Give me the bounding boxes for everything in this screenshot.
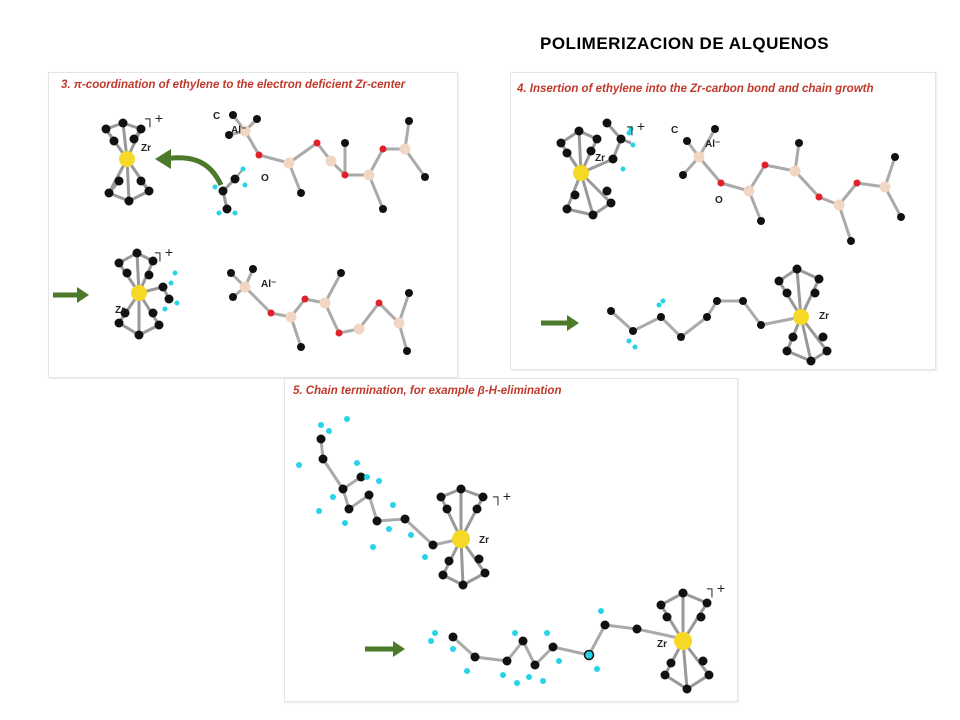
mao-cocatalyst-bottom: Al⁻ <box>227 265 413 355</box>
o-label: O <box>261 173 269 184</box>
zr-atom <box>131 285 147 301</box>
c-label: C <box>671 125 678 136</box>
al-label: Al⁻ <box>261 279 276 290</box>
pi-coordination-diagram: Zr ┐+ C Al⁻ O <box>53 110 429 355</box>
zirconocene-termination-lower: Zr ┐+ <box>656 580 725 694</box>
process-arrow <box>365 641 405 657</box>
zr-atom <box>573 165 589 181</box>
zr-atom <box>452 530 470 548</box>
charge-label: ┐+ <box>626 118 645 136</box>
growing-chain <box>607 297 802 350</box>
zirconocene-termination-upper: Zr ┐+ <box>436 484 511 590</box>
panel-title: 5. Chain termination, for example β-H-el… <box>293 385 562 397</box>
zr-atom <box>793 309 809 325</box>
zr-label: Zr <box>479 535 489 546</box>
panel-chain-termination: 5. Chain termination, for example β-H-el… <box>284 378 738 702</box>
zr-label: Zr <box>595 153 605 164</box>
charge-label: ┐+ <box>492 488 511 506</box>
zirconocene-top: Zr ┐+ <box>101 110 163 206</box>
zirconocene-ethylene-complex: Zr ┐+ <box>114 244 180 340</box>
zr-atom <box>119 151 135 167</box>
ethylene-molecule <box>212 166 248 216</box>
chain-termination-diagram: Zr ┐+ Zr ┐+ <box>296 416 725 694</box>
c-label: C <box>213 111 220 122</box>
zr-label: Zr <box>657 639 667 650</box>
zr-label: Zr <box>115 305 125 316</box>
al-label: Al⁻ <box>705 139 720 150</box>
mao-cocatalyst-top: C Al⁻ O <box>213 111 429 213</box>
zirconocene-alkyl: Zr ┐+ <box>556 118 645 220</box>
mao-cocatalyst: C Al⁻ O <box>671 125 905 245</box>
charge-label: ┐+ <box>706 580 725 598</box>
panel-title: 4. Insertion of ethylene into the Zr-car… <box>517 83 874 95</box>
zr-atom <box>674 632 692 650</box>
zirconocene-chain-end: Zr <box>774 264 832 366</box>
charge-label: ┐+ <box>154 244 173 262</box>
zr-label: Zr <box>819 311 829 322</box>
process-arrow <box>541 315 579 331</box>
o-label: O <box>715 195 723 206</box>
polymer-chain-upper <box>296 416 462 560</box>
zr-label: Zr <box>141 143 151 154</box>
al-label: Al⁻ <box>231 125 246 136</box>
coordination-arrow <box>162 155 224 187</box>
page-title: POLIMERIZACION DE ALQUENOS <box>540 34 830 53</box>
polymer-chain-lower <box>428 608 684 686</box>
process-arrow <box>53 287 89 303</box>
panel-insertion: 4. Insertion of ethylene into the Zr-car… <box>510 72 936 370</box>
insertion-diagram: Zr ┐+ C Al⁻ O <box>541 118 905 366</box>
coordination-arrowhead <box>155 149 171 169</box>
charge-label: ┐+ <box>144 110 163 128</box>
panel-title: 3. π-coordination of ethylene to the ele… <box>61 79 406 91</box>
panel-pi-coordination: 3. π-coordination of ethylene to the ele… <box>48 72 458 378</box>
